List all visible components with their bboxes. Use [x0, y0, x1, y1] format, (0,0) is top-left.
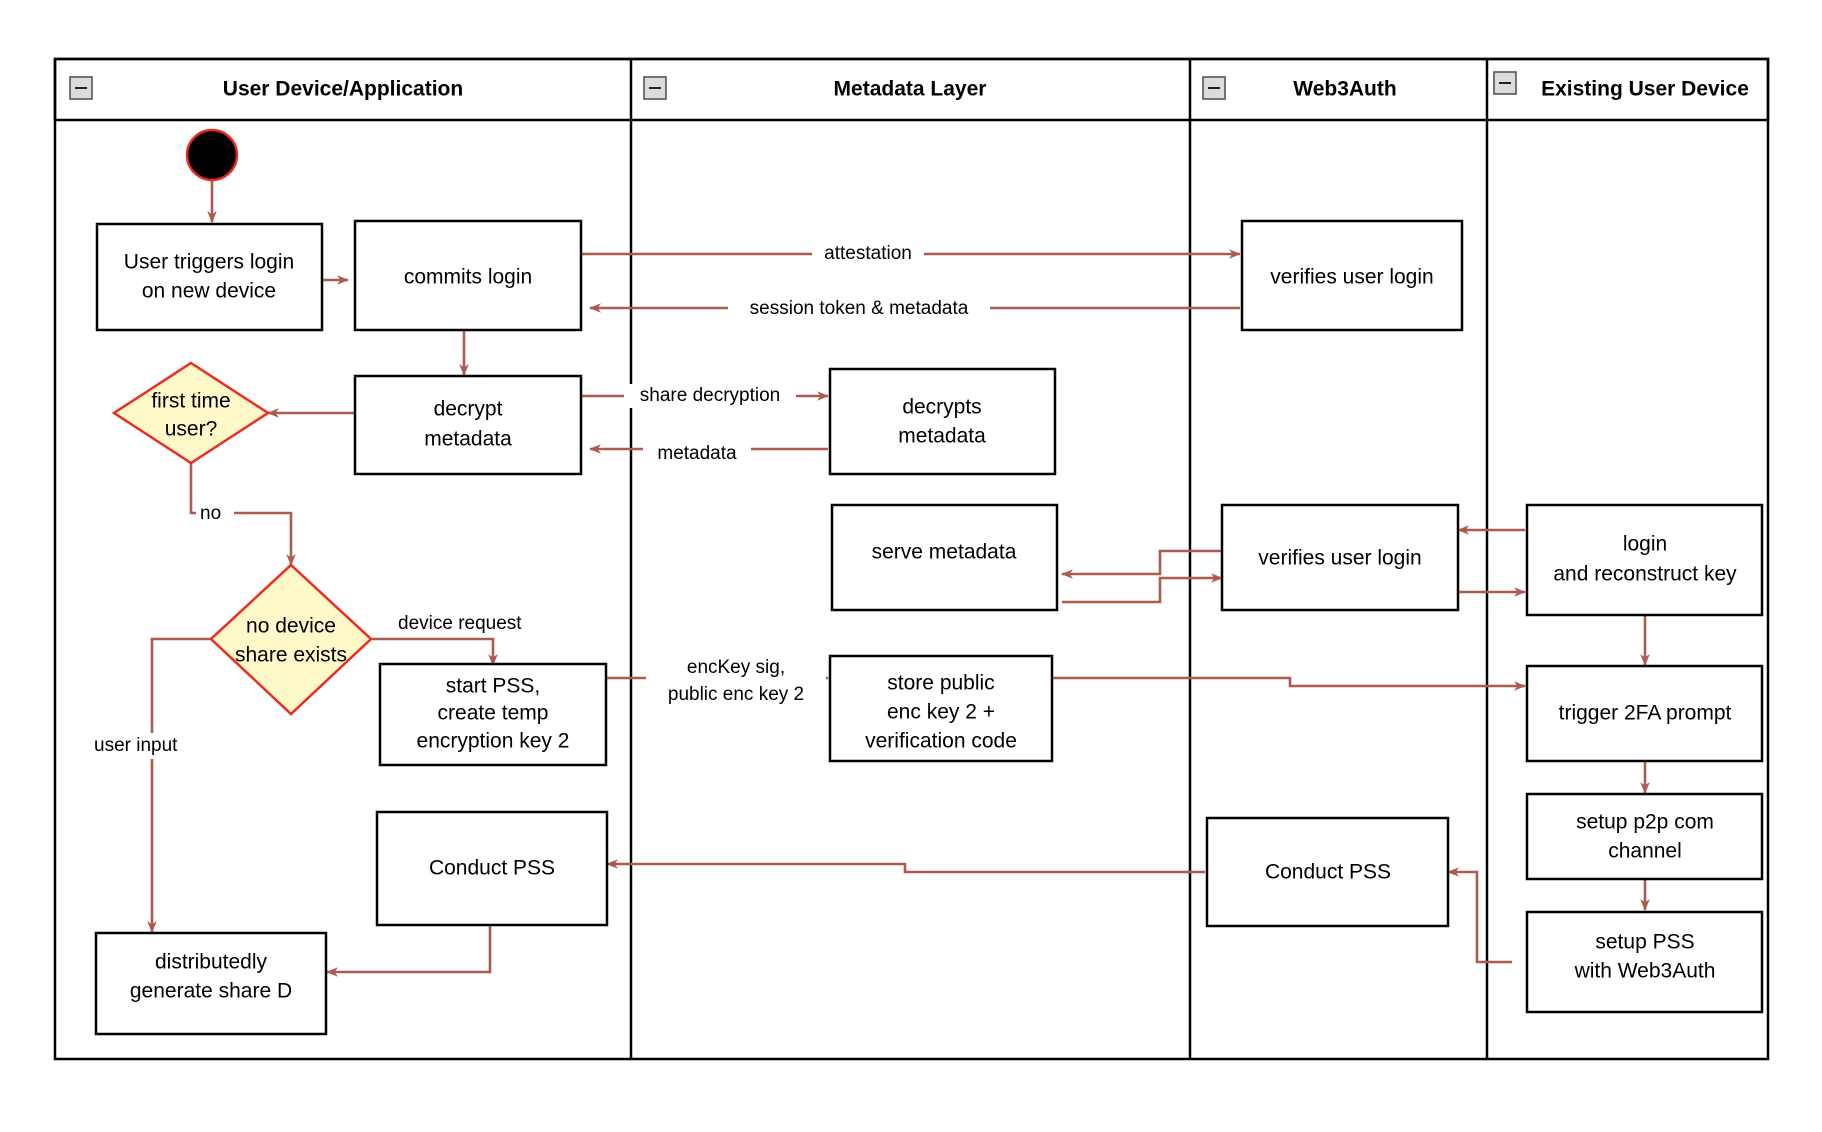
node-label-line: setup p2p com	[1576, 811, 1714, 834]
svg-text:device request: device request	[398, 613, 522, 634]
node-label-line: user?	[165, 418, 218, 441]
node-label-line: on new device	[142, 280, 276, 303]
node-user-triggers-login[interactable]: User triggers login on new device	[95, 222, 324, 332]
svg-text:no: no	[200, 503, 221, 524]
node-serve-metadata[interactable]: serve metadata	[830, 503, 1059, 612]
node-start-pss[interactable]: start PSS, create temp encryption key 2	[378, 662, 608, 767]
minus-box-icon[interactable]	[1493, 71, 1517, 95]
svg-text:share decryption: share decryption	[640, 385, 780, 406]
node-conduct-pss-user[interactable]: Conduct PSS	[375, 810, 609, 927]
node-label-line: with Web3Auth	[1574, 960, 1716, 983]
node-decrypts-metadata[interactable]: decrypts metadata	[828, 367, 1057, 476]
edge-label-no: no	[196, 502, 234, 526]
svg-text:encKey sig,: encKey sig,	[687, 657, 785, 678]
svg-text:metadata: metadata	[657, 443, 737, 464]
node-label-line: store public	[887, 672, 994, 695]
svg-text:public enc key 2: public enc key 2	[668, 684, 804, 705]
edge-conduct-pss-web3auth-to-user	[606, 859, 1205, 874]
node-label-line: encryption key 2	[417, 730, 570, 753]
node-label-line: enc key 2 +	[887, 701, 995, 724]
node-first-time-user[interactable]: first time user?	[111, 361, 271, 465]
node-label-line: channel	[1608, 840, 1682, 863]
node-label-line: and reconstruct key	[1553, 563, 1737, 586]
minus-box-icon[interactable]	[1202, 76, 1226, 100]
edge-store-to-trigger2fa	[1052, 676, 1526, 691]
node-label-line: User triggers login	[124, 251, 294, 274]
edge-label-device-request: device request	[398, 613, 522, 634]
node-label-line: first time	[151, 390, 230, 413]
edge-label-enckey-sig: encKey sig, public enc key 2	[646, 655, 826, 707]
edge-label-user-input: user input	[92, 733, 212, 759]
lane-header-web3auth[interactable]: Web3Auth	[1202, 76, 1397, 101]
node-label-line: metadata	[424, 428, 512, 451]
node-login-and-reconstruct-key[interactable]: login and reconstruct key	[1525, 503, 1764, 617]
node-label-line: no device	[246, 615, 336, 638]
node-store-public-enc-key-2[interactable]: store public enc key 2 + verification co…	[828, 654, 1054, 763]
node-setup-p2p-com-channel[interactable]: setup p2p com channel	[1525, 792, 1764, 881]
edge-setup-pss-to-conduct-pss-web3auth	[1447, 867, 1512, 964]
node-label-line: decrypts	[902, 396, 981, 419]
edge-serve-metadata-to-verifies2	[1062, 573, 1223, 604]
node-distributedly-generate-share-d[interactable]: distributedly generate share D	[94, 931, 328, 1036]
node-label-line: commits login	[404, 266, 532, 289]
node-label-line: decrypt	[434, 398, 503, 421]
node-label-line: verifies user login	[1258, 547, 1421, 570]
lane-title-user-device: User Device/Application	[223, 78, 463, 101]
edge-label-share-decryption: share decryption	[624, 384, 796, 408]
svg-text:session token & metadata: session token & metadata	[750, 298, 969, 319]
node-trigger-2fa-prompt[interactable]: trigger 2FA prompt	[1525, 664, 1764, 763]
edge-label-session-token: session token & metadata	[728, 296, 990, 320]
node-no-device-share-exists[interactable]: no device share exists	[209, 563, 373, 716]
node-label-line: Conduct PSS	[1265, 861, 1391, 884]
lane-title-web3auth: Web3Auth	[1293, 78, 1396, 101]
node-verifies-user-login-1[interactable]: verifies user login	[1240, 219, 1464, 332]
node-commits-login[interactable]: commits login	[353, 219, 583, 332]
edge-label-metadata: metadata	[643, 441, 751, 465]
edge-no-to-no-device-share	[189, 463, 296, 566]
lane-header-metadata[interactable]: Metadata Layer	[643, 76, 987, 101]
edge-conduct-pss-to-share-d	[326, 925, 492, 977]
lane-title-metadata: Metadata Layer	[834, 78, 987, 101]
edge-labels: attestation session token & metadata sha…	[92, 242, 990, 759]
svg-text:attestation: attestation	[824, 243, 912, 264]
node-label-line: serve metadata	[872, 541, 1017, 564]
minus-box-icon[interactable]	[69, 76, 93, 100]
svg-text:user input: user input	[94, 735, 178, 756]
lane-outer-border	[53, 57, 1770, 1061]
minus-box-icon[interactable]	[643, 76, 667, 100]
edge-device-request	[371, 637, 498, 666]
node-label-line: Conduct PSS	[429, 857, 555, 880]
lane-frame	[53, 57, 1770, 1061]
lane-header-user-device[interactable]: User Device/Application	[69, 76, 463, 101]
lane-title-existing-device: Existing User Device	[1541, 78, 1749, 101]
lane-header-existing-device[interactable]: Existing User Device	[1493, 71, 1749, 101]
node-label-line: distributedly	[155, 951, 268, 974]
node-decrypt-metadata[interactable]: decrypt metadata	[353, 374, 583, 476]
node-verifies-user-login-2[interactable]: verifies user login	[1220, 503, 1460, 612]
node-label-line: create temp	[438, 702, 549, 725]
node-setup-pss-with-web3auth[interactable]: setup PSS with Web3Auth	[1525, 910, 1764, 1014]
node-label-line: setup PSS	[1595, 931, 1694, 954]
node-label-line: login	[1623, 533, 1667, 556]
node-label-line: verifies user login	[1270, 266, 1433, 289]
node-label-line: trigger 2FA prompt	[1559, 702, 1732, 725]
node-label-line: start PSS,	[446, 675, 541, 698]
initial-node	[185, 128, 239, 182]
edge-user-input	[147, 637, 211, 933]
node-label-line: metadata	[898, 425, 986, 448]
edge-label-attestation: attestation	[812, 242, 924, 266]
node-label-line: verification code	[865, 730, 1017, 753]
node-conduct-pss-web3auth[interactable]: Conduct PSS	[1205, 816, 1450, 928]
node-label-line: share exists	[235, 644, 347, 667]
node-label-line: generate share D	[130, 980, 292, 1003]
edge-verifies2-to-serve-metadata	[1061, 549, 1222, 579]
